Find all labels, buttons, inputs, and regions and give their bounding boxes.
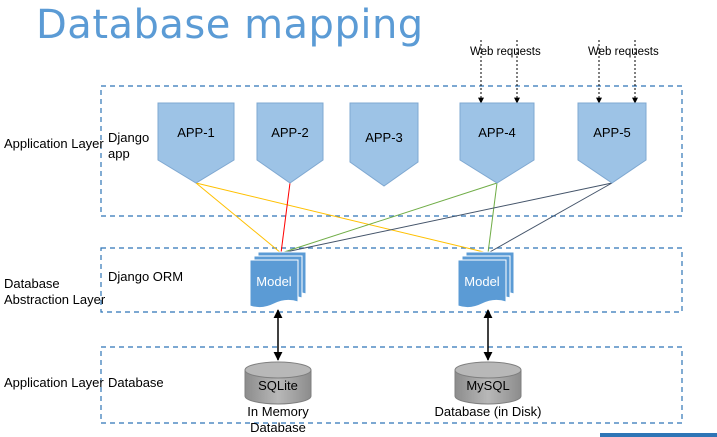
db-name-2: MySQL [466,378,510,393]
model-db-arrows [273,309,493,361]
app-shape [577,102,647,184]
sublabel-database: Database [108,375,164,390]
model-label-1: Model [256,274,292,289]
sublabel-django-orm: Django ORM [108,269,184,284]
app-shape [256,102,324,184]
app-label: APP-2 [271,125,309,140]
app-shapes [157,102,647,187]
app-model-connections [195,182,613,254]
web-request-arrows [478,40,638,104]
db-caption-1: In Memory Database [247,404,309,435]
app-shape [459,102,535,184]
model-label-2: Model [464,274,500,289]
model-stack-2 [457,251,515,309]
db-cylinder-2 [454,361,522,405]
app-label: APP-1 [177,125,215,140]
db-cylinder-1 [244,361,312,405]
footer-accent-bar [600,433,717,437]
layer-box-application [100,85,683,217]
page-title: Database mapping [36,2,424,48]
app-label: APP-5 [593,125,631,140]
web-requests-label-2: Web requests [588,46,659,58]
db-caption-2: Database (in Disk) [434,404,542,419]
app-label: APP-3 [365,130,403,145]
layer-box-database [100,346,683,424]
web-requests-label-1: Web requests [470,46,541,58]
layer-label-abstraction: Database Abstraction Layer [4,276,106,307]
model-stack-1 [249,251,307,309]
layer-label-application: Application Layer [4,136,104,151]
app-shape [157,102,235,184]
db-name-1: SQLite [258,378,298,393]
layer-label-database: Application Layer [4,375,104,390]
app-label: APP-4 [478,125,516,140]
layer-box-abstraction [100,247,683,313]
sublabel-django-app: Django app [108,130,150,161]
app-shape [349,102,419,187]
